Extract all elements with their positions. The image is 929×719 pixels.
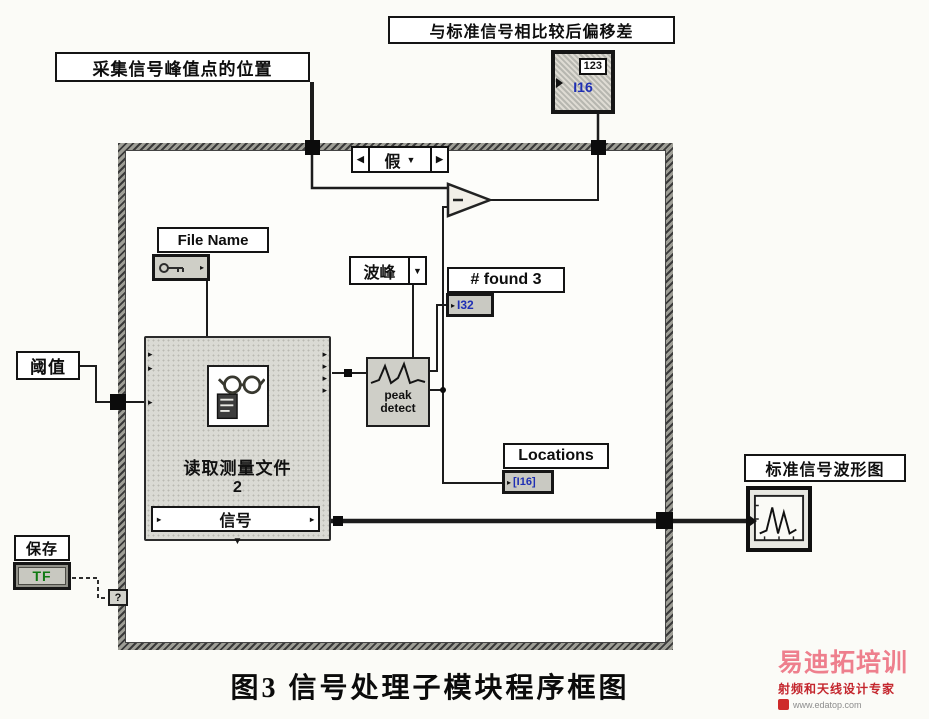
waveform-graph-icon	[753, 494, 805, 542]
chevron-down-icon: ▼	[406, 154, 416, 165]
input-terminal-icon: ▸	[148, 349, 153, 359]
output-terminal-icon: ▸	[322, 361, 327, 371]
signal-output-label: 信号	[219, 513, 252, 530]
signal-output-row[interactable]: ▸ 信号 ▸	[151, 506, 320, 532]
offset-label: 与标准信号相比较后偏移差	[388, 16, 675, 44]
path-glyph-icon	[159, 262, 184, 273]
tf-value[interactable]: TF	[18, 567, 66, 585]
watermark-tagline: 射频和天线设计专家	[778, 682, 896, 696]
watermark-site-url: www.edatop.com	[793, 699, 862, 710]
case-next-icon[interactable]: ▶	[430, 148, 447, 171]
express-vi-title: 读取测量文件	[183, 459, 292, 478]
watermark: 易迪拓培训 射频和天线设计专家 www.edatop.com	[778, 650, 928, 710]
peak-position-label: 采集信号峰值点的位置	[55, 52, 310, 82]
type-label: [I16]	[513, 476, 536, 488]
case-selector-value-cell[interactable]: 假 ▼	[370, 148, 430, 171]
express-vi-number: 2	[233, 479, 242, 496]
read-file-icon	[207, 365, 269, 427]
peak-type-enum[interactable]: 波峰 ▼	[349, 256, 427, 285]
output-terminal-icon: ▸	[322, 385, 327, 395]
input-terminal-icon: ▸	[148, 363, 153, 373]
wire-threshold-outer	[80, 365, 110, 403]
output-terminal-icon: ▸	[322, 373, 327, 383]
waveform-icon	[370, 361, 426, 385]
enum-value: 波峰	[363, 264, 396, 282]
input-arrow-icon	[556, 78, 563, 88]
file-path-control[interactable]: ▸	[152, 254, 210, 281]
save-boolean-control[interactable]: TF	[13, 562, 71, 590]
input-arrow-icon	[750, 516, 757, 526]
case-prev-icon[interactable]: ◀	[353, 148, 370, 171]
locations-indicator[interactable]: ▸ [I16]	[502, 470, 554, 494]
peak-detect-vi[interactable]: peak detect	[366, 357, 430, 427]
std-waveform-label: 标准信号波形图	[744, 454, 906, 482]
file-name-label: File Name	[157, 227, 269, 253]
locations-label: Locations	[503, 443, 609, 469]
input-arrow-icon: ▸	[507, 477, 512, 487]
terminal-arrow-icon: ▸	[157, 514, 162, 524]
input-arrow-icon: ▸	[451, 300, 456, 310]
output-arrow-icon: ▸	[199, 263, 204, 272]
case-selector[interactable]: ◀ 假 ▼ ▶	[351, 146, 449, 173]
glasses-document-icon	[216, 375, 265, 420]
threshold-label: 阈值	[16, 351, 80, 380]
waveform-graph-terminal[interactable]	[746, 486, 812, 552]
case-selector-value: 假	[384, 153, 401, 171]
peak-detect-label-1: peak	[384, 388, 412, 402]
terminal-arrow-icon: ▸	[309, 514, 314, 524]
chevron-down-icon[interactable]: ▼	[408, 258, 425, 283]
output-terminal-icon: ▸	[322, 349, 327, 359]
type-label: I32	[457, 298, 474, 312]
chevron-down-icon[interactable]: ▼	[232, 536, 243, 547]
found-label: # found 3	[447, 267, 565, 293]
input-terminal-icon: ▸	[148, 397, 153, 407]
boolean-tunnel-node[interactable]: ?	[108, 589, 128, 606]
read-measurement-file-vi[interactable]: 读取测量文件 2 ▸ 信号 ▸ ▸ ▸ ▸ ▸ ▸ ▸ ▸ ▼	[144, 336, 331, 547]
watermark-logo-icon	[778, 699, 789, 710]
watermark-brand: 易迪拓培训	[778, 649, 909, 677]
wire-save-boolean	[72, 577, 108, 599]
type-label: I16	[573, 79, 593, 95]
peak-detect-label-2: detect	[380, 401, 416, 415]
numeric-display: 123	[578, 58, 607, 75]
offset-indicator[interactable]: 123 I16	[551, 50, 615, 114]
figure-caption: 图3 信号处理子模块程序框图	[230, 673, 630, 704]
found-indicator[interactable]: ▸ I32	[446, 293, 494, 317]
watermark-site-row: www.edatop.com	[778, 699, 928, 710]
save-label: 保存	[14, 535, 70, 561]
